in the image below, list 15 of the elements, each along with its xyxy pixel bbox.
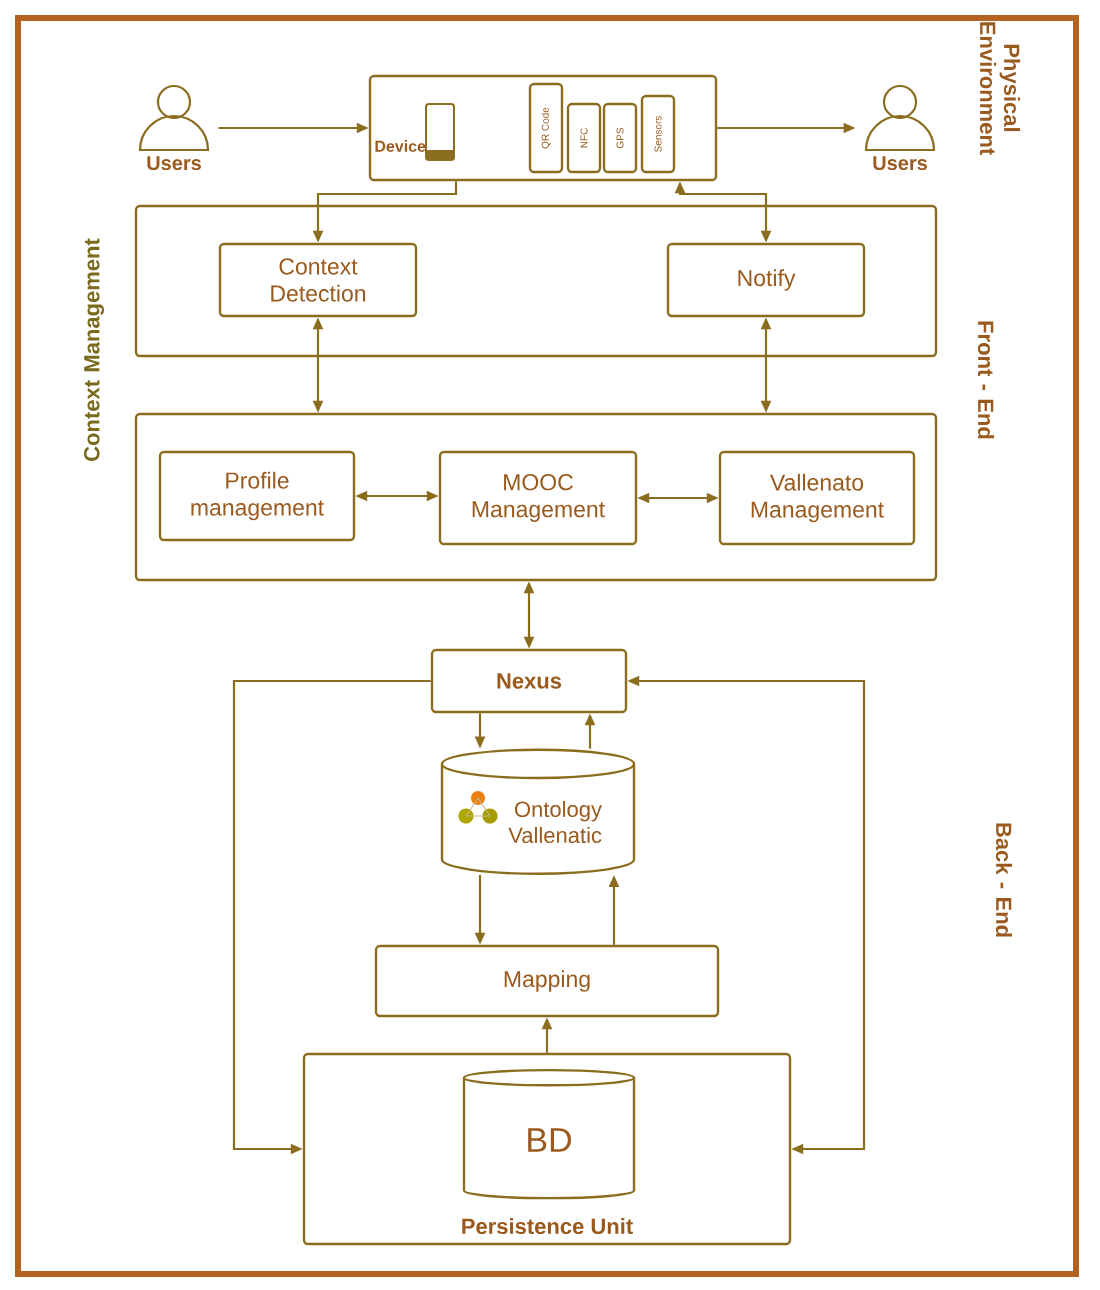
process-box: Mapping [374, 944, 720, 1018]
section-label: Back - End [995, 823, 1013, 937]
group-box [134, 204, 938, 358]
database-cylinder: BD [462, 1068, 636, 1200]
group-box [134, 412, 938, 582]
section-label: Context Management [84, 238, 104, 461]
process-box: Profile management [158, 450, 356, 542]
database-cylinder: Ontology Vallenatic [440, 748, 636, 875]
process-box: Notify [666, 242, 866, 318]
process-box: Context Detection [218, 242, 418, 318]
process-box: Nexus [430, 648, 628, 714]
process-box: Vallenato Management [718, 450, 916, 546]
process-box: MOOC Management [438, 450, 638, 546]
section-label: Front - End [977, 321, 995, 439]
section-label: Physical Environment [979, 22, 1021, 155]
